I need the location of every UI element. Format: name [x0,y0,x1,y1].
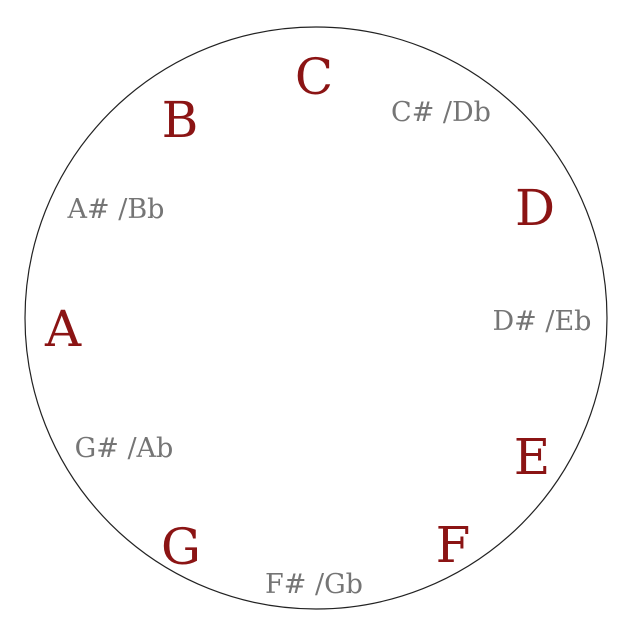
note-label-g-sharp-a-flat: G# /Ab [75,433,174,464]
note-label-e: E [514,428,551,486]
note-label-d-sharp-e-flat: D# /Eb [493,306,592,337]
note-label-b: B [162,91,199,149]
note-label-d: D [515,179,555,237]
note-circle-outline [24,26,608,610]
note-label-c: C [295,48,333,106]
note-label-a-sharp-b-flat: A# /Bb [67,194,165,225]
note-label-g: G [161,518,201,576]
note-label-c-sharp-d-flat: C# /Db [391,97,491,128]
note-label-f-sharp-g-flat: F# /Gb [265,569,363,600]
note-label-f: F [436,516,471,574]
note-label-a: A [44,300,82,358]
